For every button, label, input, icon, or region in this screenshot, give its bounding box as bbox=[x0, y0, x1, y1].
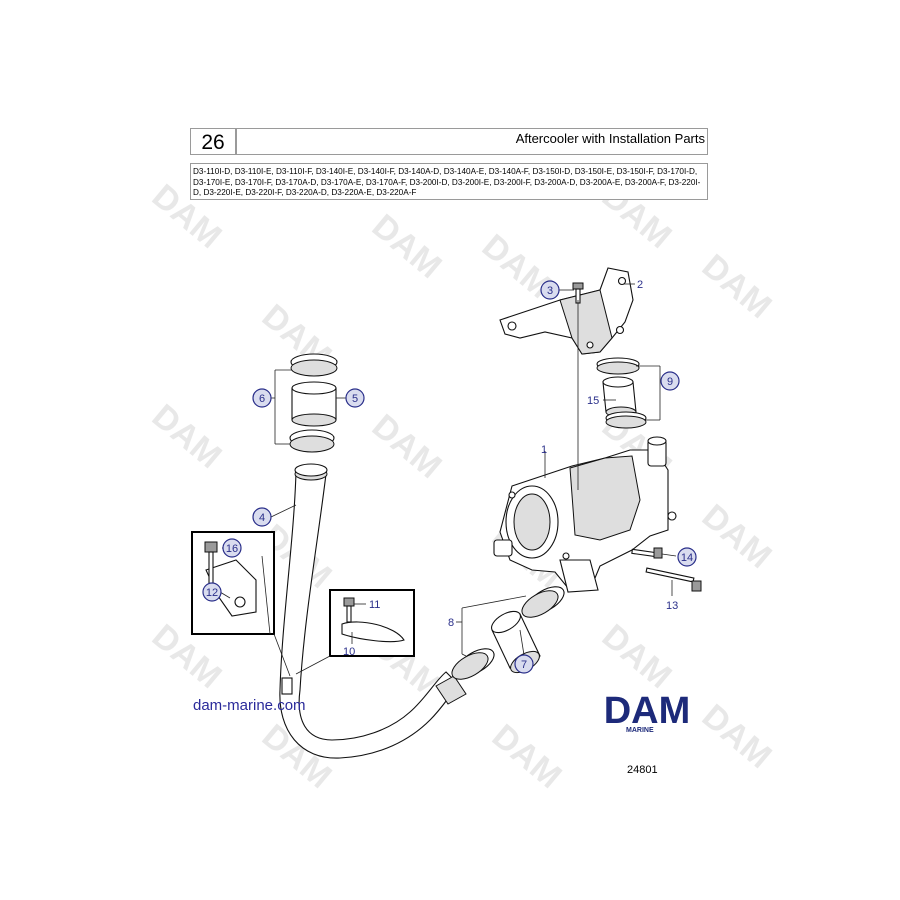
clamp-part-9-upper bbox=[596, 357, 640, 375]
callout-7: 7 bbox=[514, 654, 534, 674]
callout-12: 12 bbox=[202, 582, 222, 602]
svg-text:14: 14 bbox=[681, 552, 693, 564]
callout-1: 1 bbox=[541, 444, 547, 456]
svg-text:13: 13 bbox=[666, 600, 678, 612]
svg-text:7: 7 bbox=[521, 659, 527, 671]
svg-text:5: 5 bbox=[352, 393, 358, 405]
page-title: Aftercooler with Installation Parts bbox=[515, 131, 705, 146]
dam-marine-logo: DAM bbox=[604, 690, 691, 732]
callout-4: 4 bbox=[252, 507, 272, 527]
clamp-part-6-upper bbox=[290, 353, 338, 377]
logo-subtext: MARINE bbox=[626, 727, 654, 734]
callout-14: 14 bbox=[677, 547, 697, 567]
svg-text:15: 15 bbox=[587, 395, 599, 407]
callout-11: 11 bbox=[369, 599, 380, 611]
callout-10: 10 bbox=[343, 646, 355, 658]
callout-16: 16 bbox=[222, 538, 242, 558]
callout-2: 2 bbox=[637, 279, 643, 291]
diagram-id: 24801 bbox=[627, 764, 658, 776]
title-box: Aftercooler with Installation Parts bbox=[236, 128, 708, 155]
clamp-part-9-lower bbox=[605, 411, 647, 429]
svg-text:1: 1 bbox=[541, 444, 547, 456]
svg-text:10: 10 bbox=[343, 646, 355, 658]
model-list: D3-110I-D, D3-110I-E, D3-110I-F, D3-140I… bbox=[193, 167, 701, 197]
aftercooler-part bbox=[493, 436, 677, 593]
bolt-part-14 bbox=[631, 547, 663, 559]
callout-3: 3 bbox=[540, 280, 560, 300]
hose-part-5 bbox=[291, 381, 337, 427]
svg-text:3: 3 bbox=[547, 285, 553, 297]
svg-text:DAM: DAM bbox=[604, 690, 691, 732]
page-number-box: 26 bbox=[190, 128, 236, 155]
callout-9: 9 bbox=[660, 371, 680, 391]
inset-clamp-detail bbox=[329, 589, 415, 657]
bolt-part-13 bbox=[645, 567, 702, 592]
callout-6: 6 bbox=[252, 388, 272, 408]
callout-13: 13 bbox=[666, 600, 678, 612]
svg-text:8: 8 bbox=[448, 617, 454, 629]
hose-part-15 bbox=[602, 376, 637, 418]
site-url-link[interactable]: dam-marine.com bbox=[193, 697, 306, 714]
clamp-part-6-lower bbox=[289, 429, 335, 453]
page-number: 26 bbox=[201, 131, 225, 154]
svg-text:11: 11 bbox=[369, 599, 380, 611]
charge-air-pipe-part bbox=[279, 463, 467, 759]
svg-text:6: 6 bbox=[259, 393, 265, 405]
bracket-part bbox=[499, 267, 634, 355]
svg-text:16: 16 bbox=[226, 543, 238, 555]
svg-text:4: 4 bbox=[259, 512, 265, 524]
clamp-part-8-upper bbox=[521, 586, 565, 618]
models-box: D3-110I-D, D3-110I-E, D3-110I-F, D3-140I… bbox=[190, 163, 708, 200]
svg-text:12: 12 bbox=[206, 587, 218, 599]
clamp-part-8-lower bbox=[451, 648, 495, 680]
callout-15: 15 bbox=[587, 395, 599, 407]
svg-text:2: 2 bbox=[637, 279, 643, 291]
callout-8: 8 bbox=[448, 617, 454, 629]
svg-text:9: 9 bbox=[667, 376, 673, 388]
callout-5: 5 bbox=[345, 388, 365, 408]
